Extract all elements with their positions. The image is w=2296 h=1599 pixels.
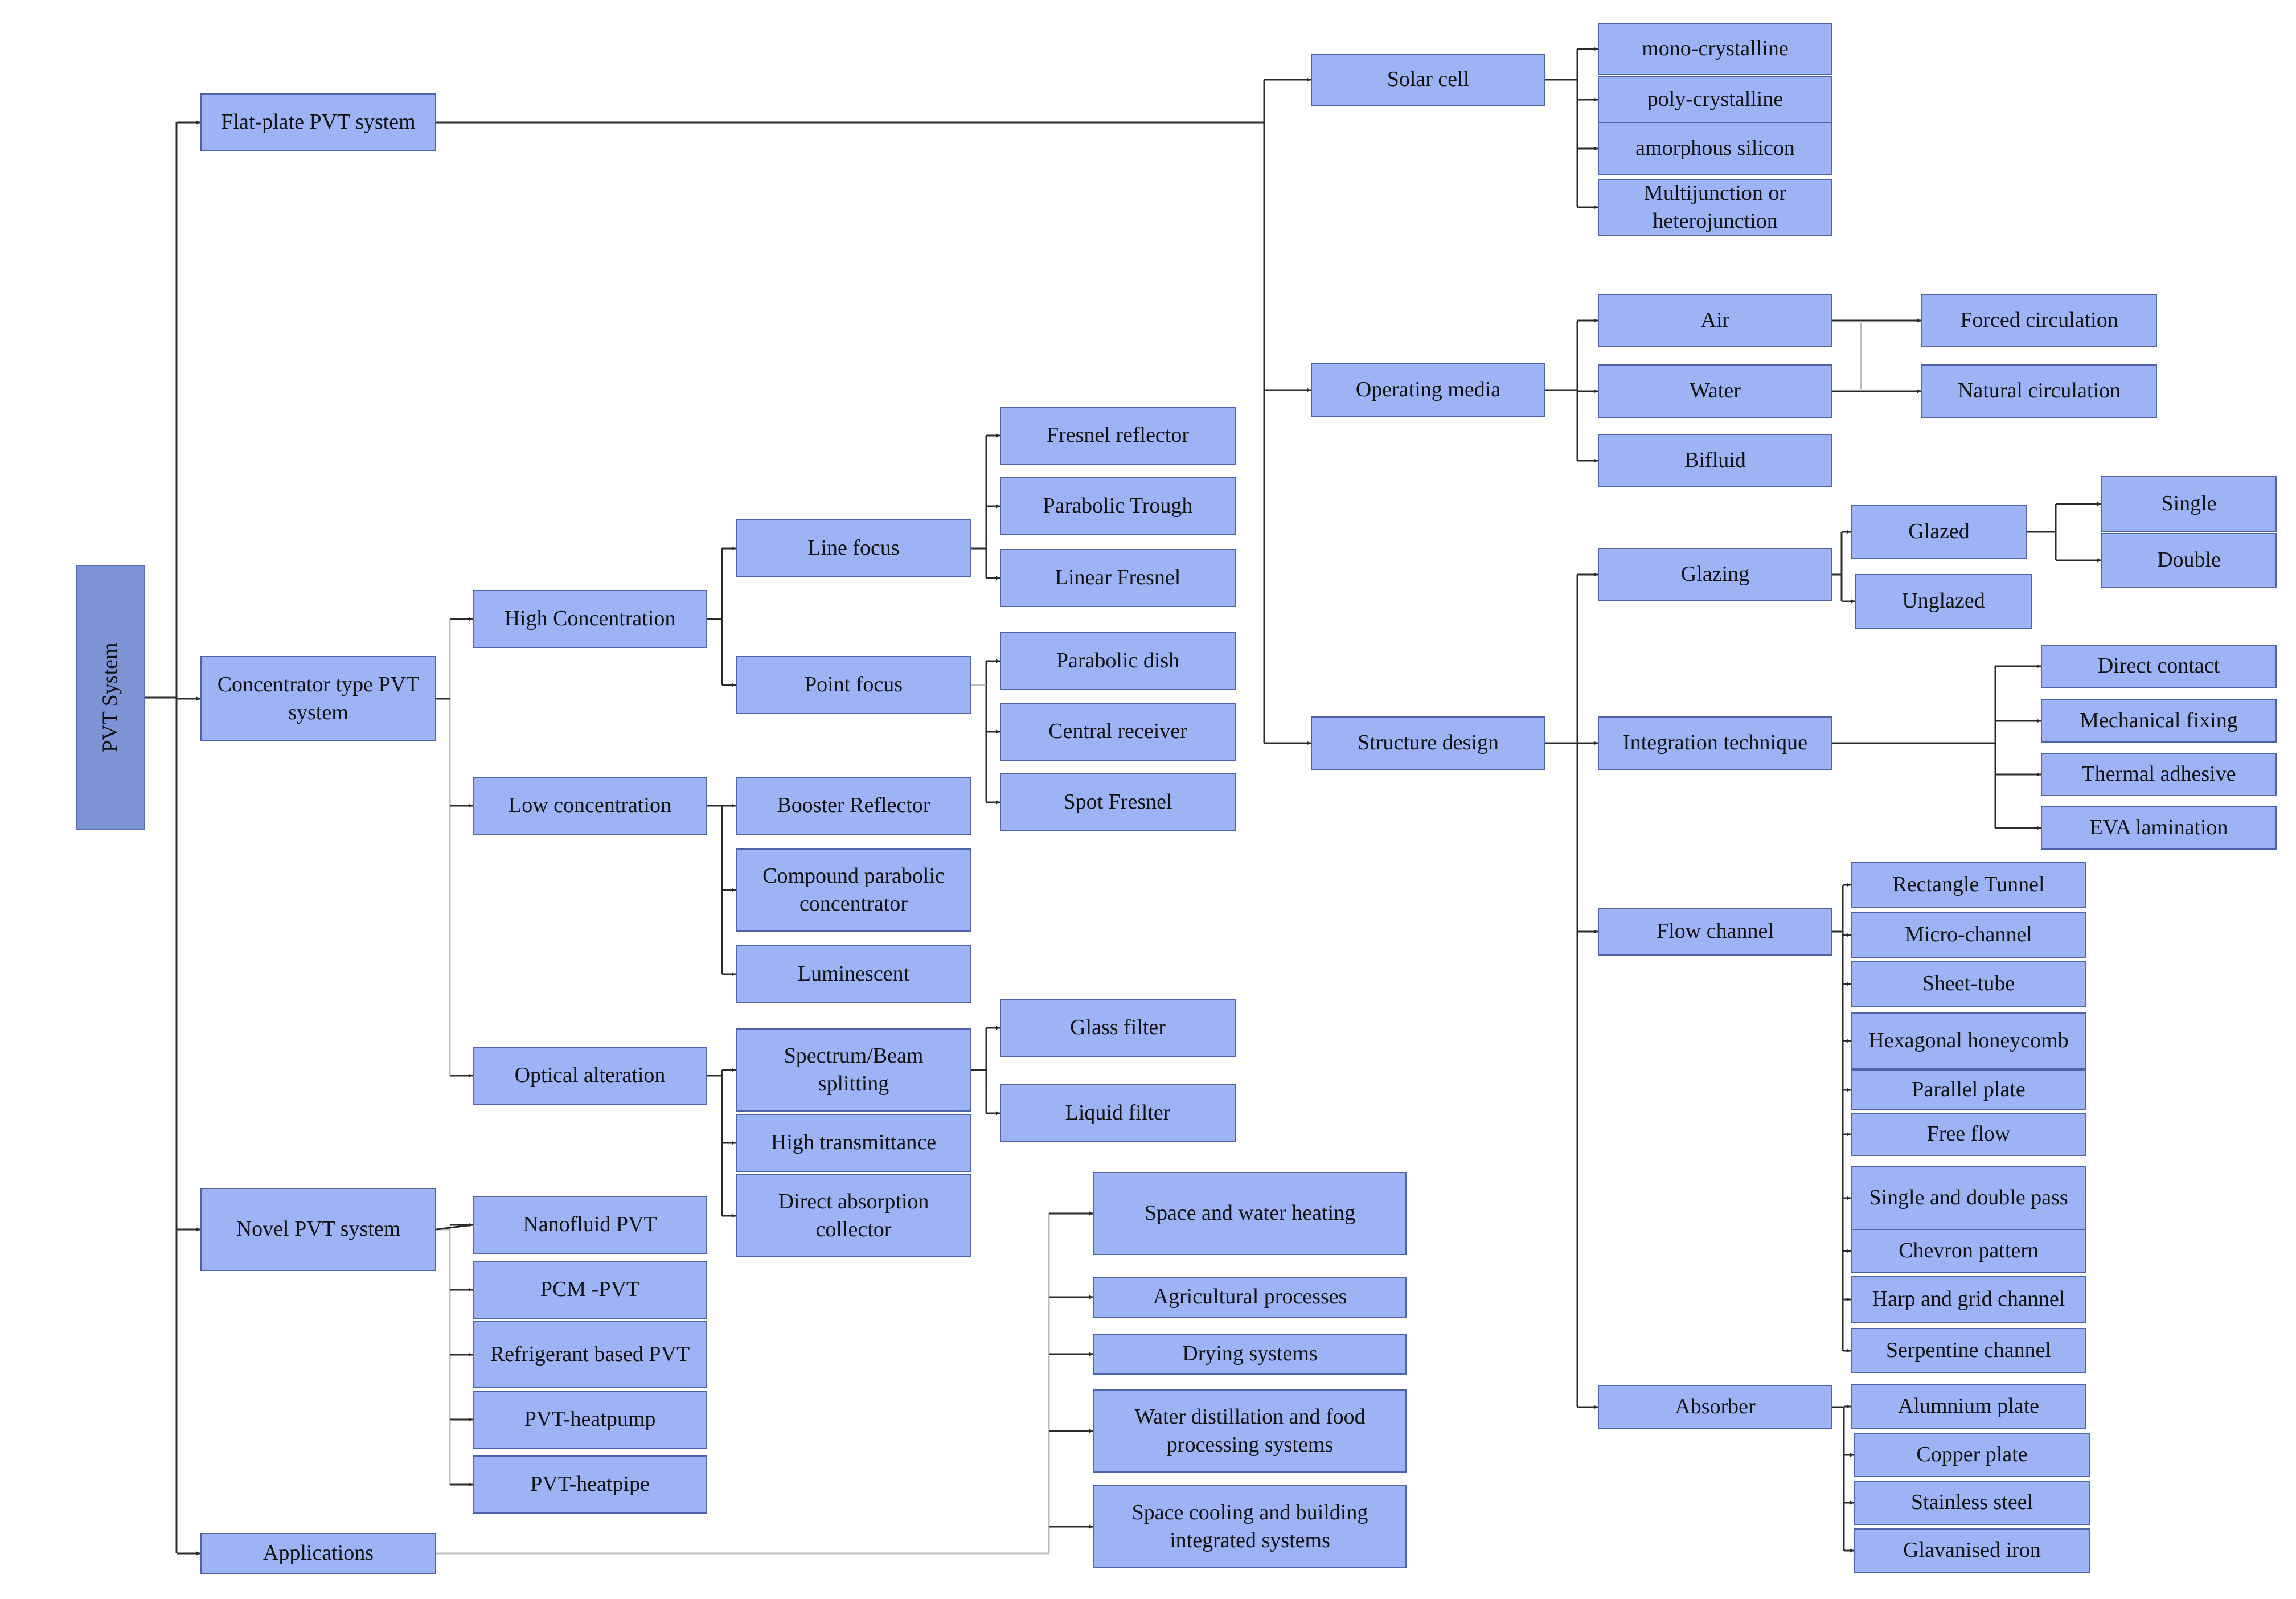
node-free-flow: Free flow	[1851, 1113, 2086, 1156]
node-line-focus: Line focus	[736, 519, 971, 577]
node-solar-cell: Solar cell	[1311, 54, 1545, 106]
node-bifluid: Bifluid	[1598, 434, 1832, 487]
node-glazing: Glazing	[1598, 548, 1832, 601]
node-flat-plate-pvt: Flat-plate PVT system	[200, 93, 436, 151]
node-booster-reflector: Booster Reflector	[736, 777, 971, 835]
node-central-receiver: Central receiver	[1000, 703, 1236, 761]
node-applications: Applications	[200, 1533, 436, 1574]
node-operating-media: Operating media	[1311, 363, 1545, 417]
node-single: Single	[2101, 476, 2277, 532]
node-refrigerant-pvt: Refrigerant based PVT	[473, 1321, 707, 1388]
node-pcm-pvt: PCM -PVT	[473, 1261, 707, 1319]
node-cpc: Compound parabolic concentrator	[736, 848, 971, 932]
node-pvt-heatpipe: PVT-heatpipe	[473, 1456, 707, 1514]
node-high-transmittance: High transmittance	[736, 1114, 971, 1172]
node-single-double-pass: Single and double pass	[1851, 1166, 2086, 1230]
node-thermal-adhesive: Thermal adhesive	[2041, 753, 2277, 796]
node-integration-technique: Integration technique	[1598, 716, 1832, 770]
node-water: Water	[1598, 364, 1832, 418]
node-copper-plate: Copper plate	[1854, 1433, 2090, 1477]
node-luminescent: Luminescent	[736, 945, 971, 1003]
node-pvt-heatpump: PVT-heatpump	[473, 1391, 707, 1449]
node-sheet-tube: Sheet-tube	[1851, 961, 2086, 1007]
node-air: Air	[1598, 294, 1832, 347]
node-flow-channel: Flow channel	[1598, 908, 1832, 956]
node-glazed: Glazed	[1851, 505, 2027, 559]
node-hexagonal-honeycomb: Hexagonal honeycomb	[1851, 1012, 2086, 1069]
node-aluminium-plate: Alumnium plate	[1851, 1384, 2086, 1429]
node-spectrum-splitting: Spectrum/Beam splitting	[736, 1028, 971, 1112]
node-point-focus: Point focus	[736, 656, 971, 714]
node-low-concentration: Low concentration	[473, 777, 707, 835]
node-poly-crystalline: poly-crystalline	[1598, 76, 1832, 123]
node-parabolic-dish: Parabolic dish	[1000, 632, 1236, 690]
node-high-concentration: High Concentration	[473, 590, 707, 648]
node-serpentine-channel: Serpentine channel	[1851, 1328, 2086, 1374]
node-mechanical-fixing: Mechanical fixing	[2041, 699, 2277, 743]
node-spot-fresnel: Spot Fresnel	[1000, 773, 1236, 831]
node-multijunction: Multijunction or heterojunction	[1598, 179, 1832, 236]
node-concentrator-pvt: Concentrator type PVT system	[200, 656, 436, 741]
node-rectangle-tunnel: Rectangle Tunnel	[1851, 862, 2086, 908]
node-galvanised-iron: Glavanised iron	[1854, 1528, 2090, 1573]
node-direct-absorption: Direct absorption collector	[736, 1174, 971, 1257]
node-chevron-pattern: Chevron pattern	[1851, 1229, 2086, 1273]
node-stainless-steel: Stainless steel	[1854, 1481, 2090, 1525]
node-structure-design: Structure design	[1311, 716, 1545, 770]
node-double: Double	[2101, 533, 2277, 588]
node-amorphous-silicon: amorphous silicon	[1598, 122, 1832, 175]
node-app-agricultural: Agricultural processes	[1093, 1277, 1407, 1318]
node-direct-contact: Direct contact	[2041, 645, 2277, 688]
node-forced-circulation: Forced circulation	[1921, 294, 2157, 347]
node-linear-fresnel: Linear Fresnel	[1000, 549, 1236, 607]
node-app-drying: Drying systems	[1093, 1334, 1407, 1375]
node-fresnel-reflector: Fresnel reflector	[1000, 407, 1236, 465]
node-pvt-system: PVT System	[76, 565, 145, 830]
node-app-space-water-heating: Space and water heating	[1093, 1172, 1407, 1255]
node-micro-channel: Micro-channel	[1851, 912, 2086, 958]
node-natural-circulation: Natural circulation	[1921, 364, 2157, 418]
node-optical-alteration: Optical alteration	[473, 1047, 707, 1105]
node-nanofluid-pvt: Nanofluid PVT	[473, 1196, 707, 1254]
node-eva-lamination: EVA lamination	[2041, 806, 2277, 850]
node-harp-grid-channel: Harp and grid channel	[1851, 1276, 2086, 1323]
node-parabolic-trough: Parabolic Trough	[1000, 477, 1236, 535]
node-novel-pvt: Novel PVT system	[200, 1188, 436, 1271]
node-app-cooling: Space cooling and building integrated sy…	[1093, 1485, 1407, 1568]
node-glass-filter: Glass filter	[1000, 999, 1236, 1057]
node-absorber: Absorber	[1598, 1385, 1832, 1429]
node-app-distillation: Water distillation and food processing s…	[1093, 1389, 1407, 1473]
node-parallel-plate: Parallel plate	[1851, 1069, 2086, 1110]
node-unglazed: Unglazed	[1855, 574, 2032, 629]
node-liquid-filter: Liquid filter	[1000, 1084, 1236, 1142]
node-mono-crystalline: mono-crystalline	[1598, 23, 1832, 75]
connector-48	[436, 1224, 473, 1231]
